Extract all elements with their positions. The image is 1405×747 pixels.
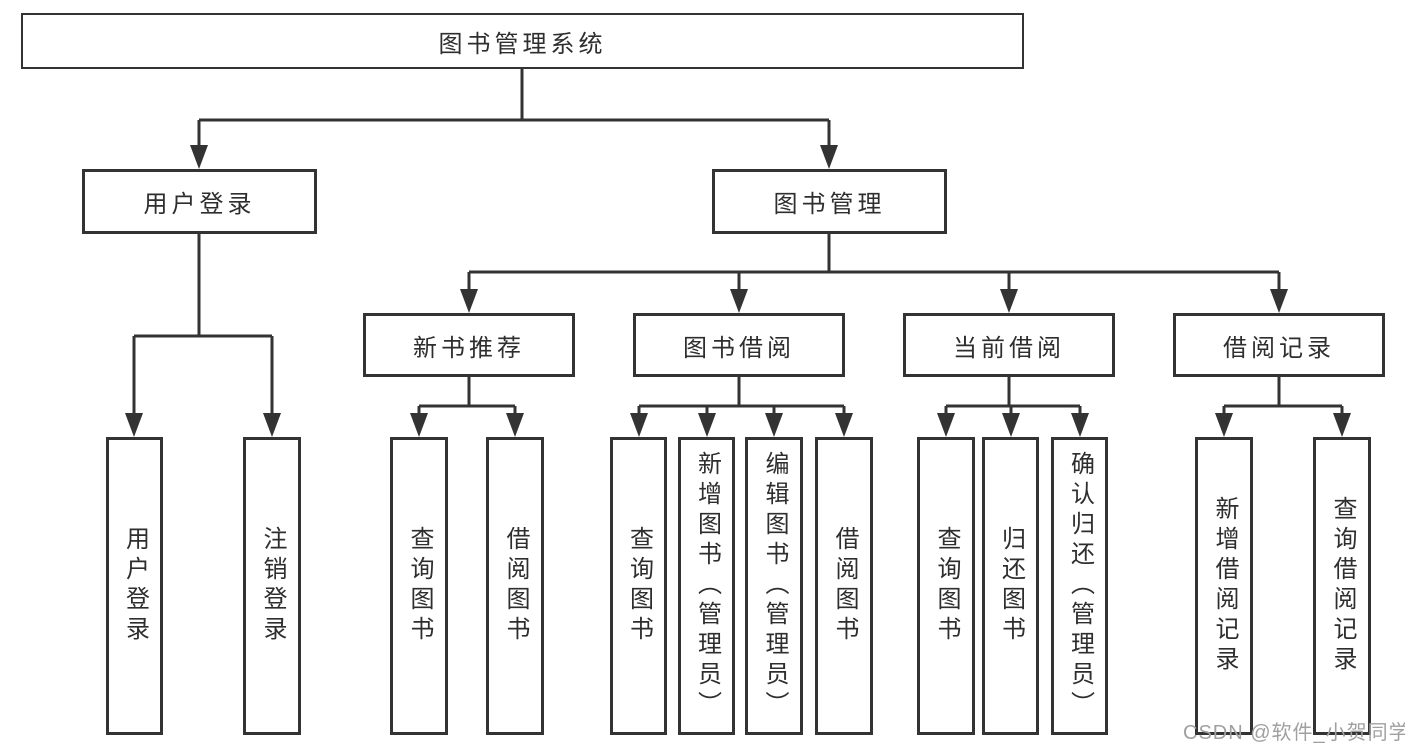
- leaf-bb-query-books-label: 查询图书: [625, 526, 653, 646]
- leaf-nbr-query-books: 查询图书: [390, 437, 448, 735]
- node-root-system: 图书管理系统: [21, 13, 1024, 69]
- leaf-cb-confirm-return-admin: 确认归还（管理员）: [1051, 437, 1108, 735]
- leaf-cb-confirm-return-admin-label: 确认归还（管理员）: [1066, 451, 1094, 721]
- arrowhead-bb-borrow: [835, 413, 853, 437]
- leaf-br-query-record-label: 查询借阅记录: [1329, 496, 1356, 676]
- leaf-cb-return-books: 归还图书: [982, 437, 1039, 735]
- arrowhead-borrow-records: [1270, 289, 1288, 313]
- leaf-nbr-query-books-label: 查询图书: [406, 526, 433, 646]
- node-book-borrow-label: 图书借阅: [683, 334, 795, 362]
- leaf-cb-return-books-label: 归还图书: [997, 526, 1025, 646]
- arrowhead-leaf-user-login: [125, 413, 143, 437]
- arrowhead-current-borrow: [1000, 289, 1018, 313]
- leaf-cb-query-books: 查询图书: [917, 437, 975, 735]
- arrowhead-user-login: [190, 145, 208, 169]
- node-borrow-records-label: 借阅记录: [1223, 334, 1335, 362]
- arrowhead-br-query: [1333, 413, 1351, 437]
- arrowhead-leaf-logout: [263, 413, 281, 437]
- leaf-bb-edit-books-admin: 编辑图书（管理员）: [745, 437, 803, 735]
- leaf-bb-query-books: 查询图书: [610, 437, 667, 735]
- leaf-bb-add-books-admin-label: 新增图书（管理员）: [693, 451, 721, 721]
- arrowhead-nbr-query: [410, 413, 428, 437]
- leaf-br-query-record: 查询借阅记录: [1313, 437, 1371, 735]
- connector-new-book-recommend-leaves: [417, 376, 517, 416]
- arrowhead-book-borrow: [730, 289, 748, 313]
- leaf-cb-query-books-label: 查询图书: [933, 526, 960, 646]
- leaf-logout-label: 注销登录: [259, 526, 286, 646]
- arrowhead-bb-edit: [765, 413, 783, 437]
- node-current-borrow: 当前借阅: [903, 313, 1115, 377]
- connector-current-borrow-leaves: [944, 376, 1082, 416]
- node-root-label: 图书管理系统: [438, 30, 607, 58]
- arrowhead-cb-return: [1002, 413, 1020, 437]
- csdn-watermark: CSDN @软件_小贺同学: [1183, 722, 1405, 744]
- node-user-login: 用户登录: [82, 169, 317, 234]
- node-new-book-recommend-label: 新书推荐: [413, 334, 525, 362]
- node-borrow-records: 借阅记录: [1173, 313, 1385, 377]
- node-user-login-label: 用户登录: [143, 191, 256, 218]
- leaf-user-login: 用户登录: [106, 437, 163, 735]
- connector-book-borrow-leaves: [637, 376, 846, 416]
- node-new-book-recommend: 新书推荐: [363, 313, 575, 377]
- arrowhead-new-book-recommend: [460, 289, 478, 313]
- leaf-bb-borrow-books: 借阅图书: [815, 437, 873, 735]
- leaf-user-login-label: 用户登录: [121, 526, 149, 646]
- connector-book-management-level3: [467, 233, 1281, 292]
- node-book-borrow: 图书借阅: [633, 313, 845, 377]
- connector-user-login-leaves: [132, 233, 274, 416]
- node-book-management-label: 图书管理: [773, 191, 886, 218]
- arrowhead-bb-add: [698, 413, 716, 437]
- arrowhead-br-add: [1215, 413, 1233, 437]
- node-current-borrow-label: 当前借阅: [953, 334, 1065, 362]
- arrowhead-book-management: [820, 145, 838, 169]
- leaf-bb-borrow-books-label: 借阅图书: [831, 526, 858, 646]
- arrowhead-cb-query: [937, 413, 955, 437]
- leaf-br-add-record-label: 新增借阅记录: [1211, 496, 1238, 676]
- arrowhead-nbr-borrow: [506, 413, 524, 437]
- connector-root-to-level2: [197, 68, 831, 148]
- leaf-bb-add-books-admin: 新增图书（管理员）: [678, 437, 735, 735]
- leaf-br-add-record: 新增借阅记录: [1195, 437, 1253, 735]
- node-book-management: 图书管理: [712, 169, 947, 234]
- leaf-nbr-borrow-books-label: 借阅图书: [502, 526, 529, 646]
- arrowhead-bb-query: [630, 413, 648, 437]
- leaf-nbr-borrow-books: 借阅图书: [486, 437, 544, 735]
- leaf-logout: 注销登录: [243, 437, 301, 735]
- arrowhead-cb-confirm: [1071, 413, 1089, 437]
- leaf-bb-edit-books-admin-label: 编辑图书（管理员）: [761, 451, 788, 721]
- connector-borrow-records-leaves: [1222, 376, 1344, 416]
